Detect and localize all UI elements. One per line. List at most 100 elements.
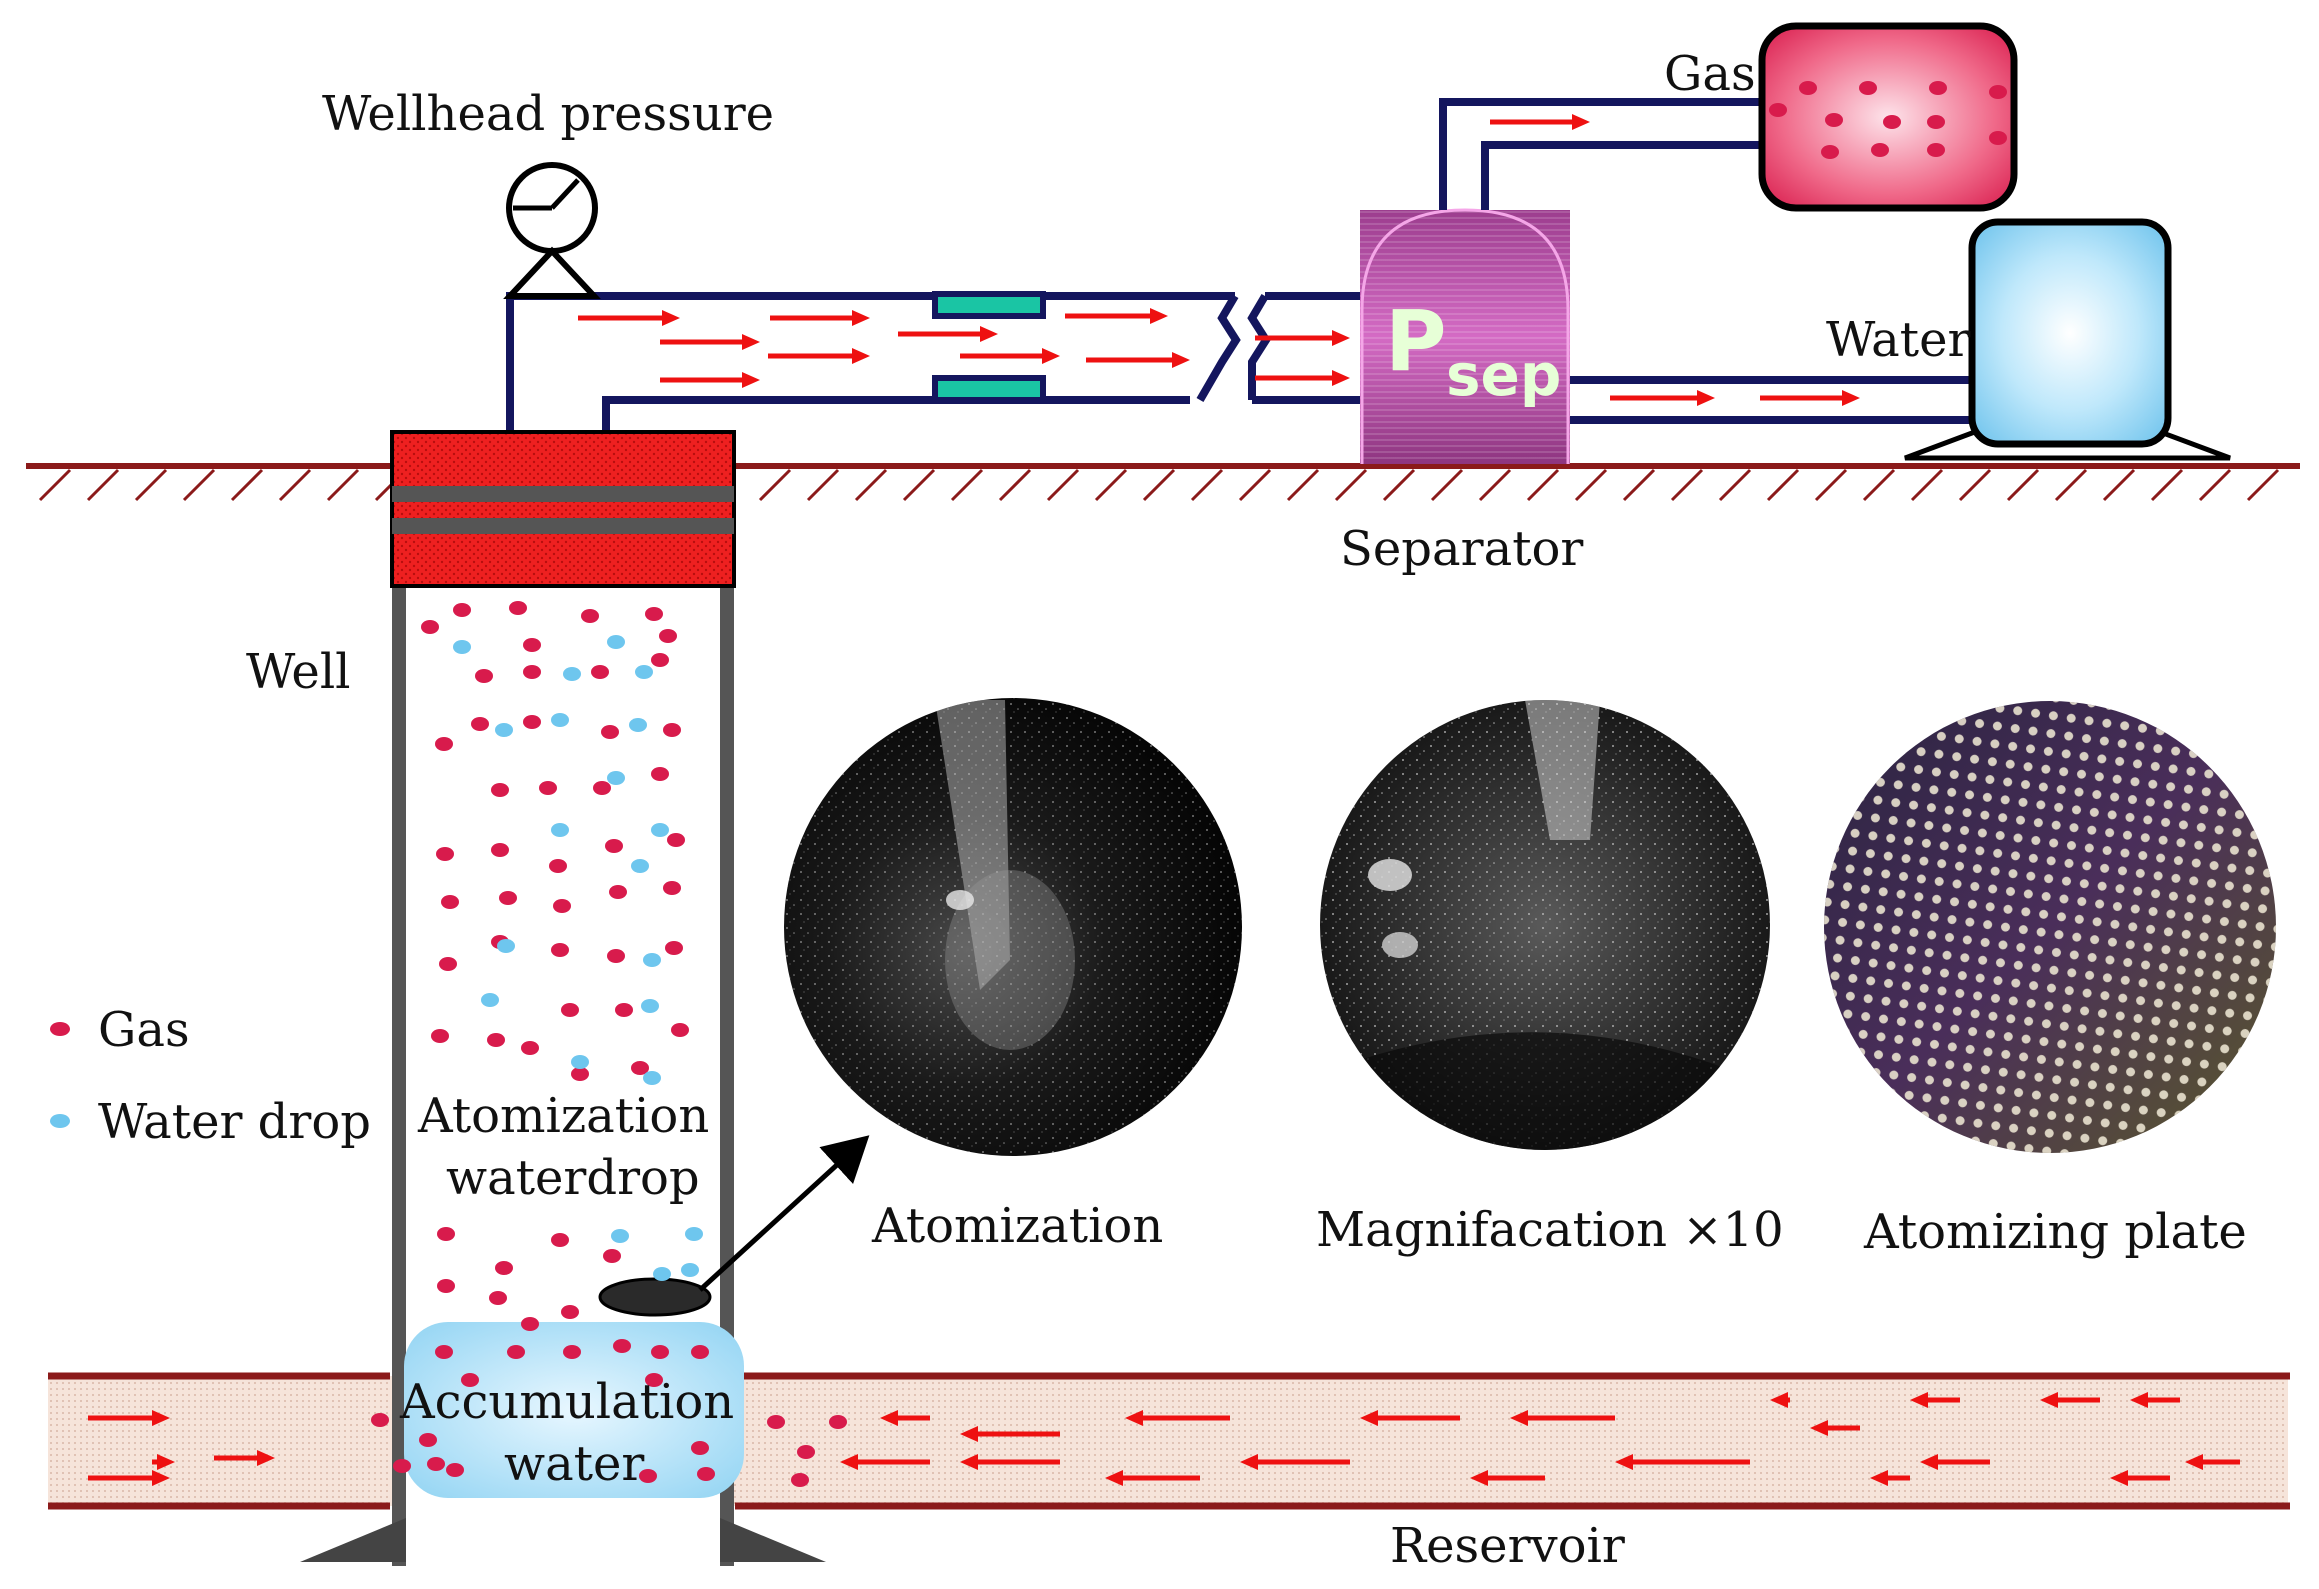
gas-dot [691,1441,709,1455]
water-tank [1904,218,2231,461]
water-outlet-pipe [1570,376,1975,424]
accumulation-water-label-line1: Accumulation [399,1374,734,1430]
reservoir-arrow-left [1240,1454,1350,1470]
gas-dot [563,1345,581,1359]
reservoir-arrow-right [214,1450,275,1466]
gas-dot [523,665,541,679]
gas-dot [593,781,611,795]
gas-dot [435,1345,453,1359]
flow-arrow-right [1490,114,1590,130]
gas-dot [421,620,439,634]
gas-dot [797,1445,815,1459]
gas-outlet-pipe [1439,98,1770,210]
ground-surface [26,463,2300,502]
accumulation-water-label-line2: water [504,1436,644,1492]
gas-dot [1929,81,1947,95]
gas-dot [605,839,623,853]
gas-dot [1859,81,1877,95]
gas-dot [767,1415,785,1429]
gas-dot [601,725,619,739]
gas-dot [645,607,663,621]
flow-arrow-right [660,372,760,388]
gas-dot [437,1227,455,1241]
gas-dot [441,895,459,909]
gas-dot [1927,143,1945,157]
gas-dot [613,1339,631,1353]
gas-dot [1883,115,1901,129]
water-drop-dot [611,1229,629,1243]
gas-tank [1758,22,2018,212]
gas-dot [439,957,457,971]
gas-dot [1799,81,1817,95]
water-drop-dot [653,1267,671,1281]
water-drop-dot [453,640,471,654]
reservoir-label: Reservoir [1390,1518,1625,1574]
gas-dot [591,665,609,679]
gas-dot [509,601,527,615]
water-drop-dot [631,859,649,873]
gas-dot [639,1469,657,1483]
gas-dot [475,669,493,683]
gas-dot [453,603,471,617]
gas-dot [571,1067,589,1081]
gas-dot [491,843,509,857]
gas-dot [1871,143,1889,157]
reservoir-arrow-left [2130,1392,2180,1408]
callout-arrow [698,1135,870,1292]
reservoir-arrow-left [1360,1410,1460,1426]
gas-dot [651,1345,669,1359]
gas-dot [1989,85,2007,99]
gas-dot [607,949,625,963]
reservoir-arrow-left [880,1410,930,1426]
water-drop-dot [551,713,569,727]
reservoir-arrow-left [2040,1392,2100,1408]
water-drop-dot [571,1055,589,1069]
gas-dot [659,629,677,643]
gas-dot [435,737,453,751]
photo-atomizing-plate [1824,701,2276,1153]
gas-dot [667,833,685,847]
gas-dot [491,783,509,797]
photo-magnification-caption: Magnifacation ×10 [1316,1202,1784,1258]
water-drop-dot [607,771,625,785]
gas-dot [523,638,541,652]
atomizer-disc-icon [598,1277,712,1317]
wellhead [390,430,736,588]
psep-subscript: sep [1446,341,1561,409]
gas-dot [553,899,571,913]
gas-dot [1825,113,1843,127]
gas-dot [665,941,683,955]
legend: Gas Water drop [50,1002,371,1150]
gas-dot [371,1413,389,1427]
reservoir-arrow-left [840,1454,930,1470]
surface-flow-arrows [578,114,1860,406]
gas-dot [609,885,627,899]
flow-arrow-right [1255,330,1350,346]
photo-atomization-caption: Atomization [871,1198,1163,1254]
gas-dot [615,1003,633,1017]
flow-arrow-right [898,326,998,342]
gas-dot [487,1033,505,1047]
reservoir-arrow-left [1810,1420,1860,1436]
reservoir-arrow-right [88,1470,170,1486]
reservoir-arrow-left [960,1454,1060,1470]
gas-dot [1989,131,2007,145]
water-drop-dot [643,1071,661,1085]
water-drop-dot [641,999,659,1013]
reservoir-arrow-left [960,1426,1060,1442]
gas-dot [671,1023,689,1037]
gas-dot [561,1305,579,1319]
flow-arrow-right [660,334,760,350]
gas-dot [507,1345,525,1359]
reservoir-flow-arrows [88,1392,2240,1486]
gas-dot [645,1373,663,1387]
separator-label: Separator [1340,521,1583,577]
water-drop-dot [563,667,581,681]
gas-dot [551,943,569,957]
photo-atomization [784,698,1242,1156]
flow-arrow-right [768,348,870,364]
gas-dot [651,653,669,667]
reservoir-arrow-left [1770,1392,1790,1408]
reservoir-arrow-left [1615,1454,1750,1470]
